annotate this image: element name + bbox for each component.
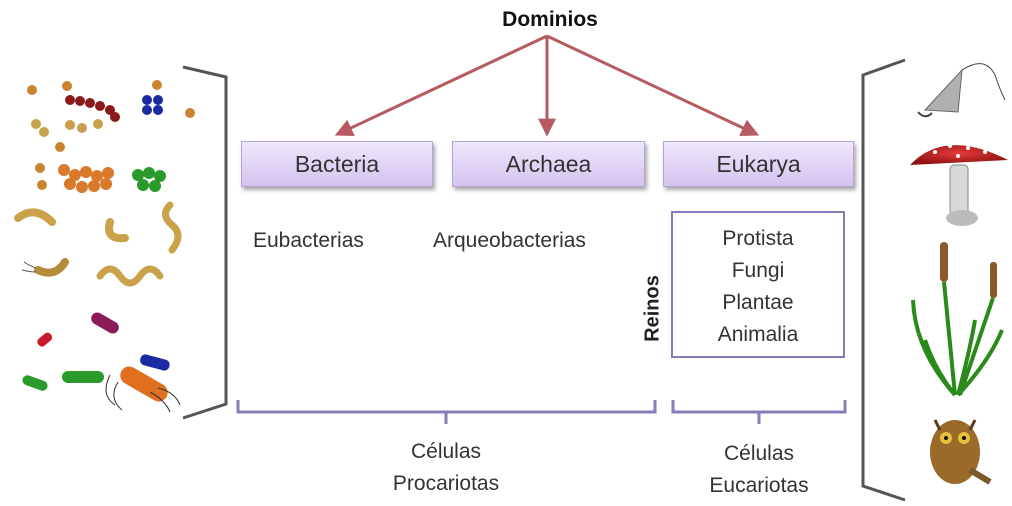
reino-item: Plantae [722,291,794,314]
protist-illustration [917,63,1006,118]
eukaryote-line2: Eucariotas [709,474,809,497]
reinos-box: Protista Fungi Plantae Animalia [671,211,845,358]
right-bracket [861,58,906,502]
arrow-to-bacteria [334,34,548,137]
diagram-title: Dominios [502,8,598,31]
plant-illustration [911,242,1004,397]
reinos-label: Reinos [641,275,664,342]
bacteria-descriptor: Eubacterias [253,229,364,252]
domain-bacteria: Bacteria [241,141,433,187]
domain-arrows [334,34,760,137]
prokaryote-brace [236,400,657,424]
reino-item: Fungi [731,259,785,282]
arrow-to-eukarya [546,34,760,137]
bacteria-illustration [14,80,195,413]
owl-illustration [930,419,992,485]
domain-eukarya: Eukarya [663,141,854,187]
domain-archaea: Archaea [452,141,645,187]
prokaryote-line2: Procariotas [392,472,500,495]
reino-item: Protista [722,227,794,250]
mushroom-illustration [910,144,1008,226]
left-bracket [182,65,228,420]
prokaryote-group-label: Células Procariotas [346,436,546,500]
reino-item: Animalia [717,323,799,346]
archaea-descriptor: Arqueobacterias [433,229,586,252]
eukaryote-group-label: Células Eucariotas [679,438,839,502]
eukaryote-line1: Células [723,442,795,465]
eukaryote-brace [671,400,847,424]
prokaryote-line1: Células [410,440,482,463]
reinos-list: Protista Fungi Plantae Animalia [673,223,843,351]
